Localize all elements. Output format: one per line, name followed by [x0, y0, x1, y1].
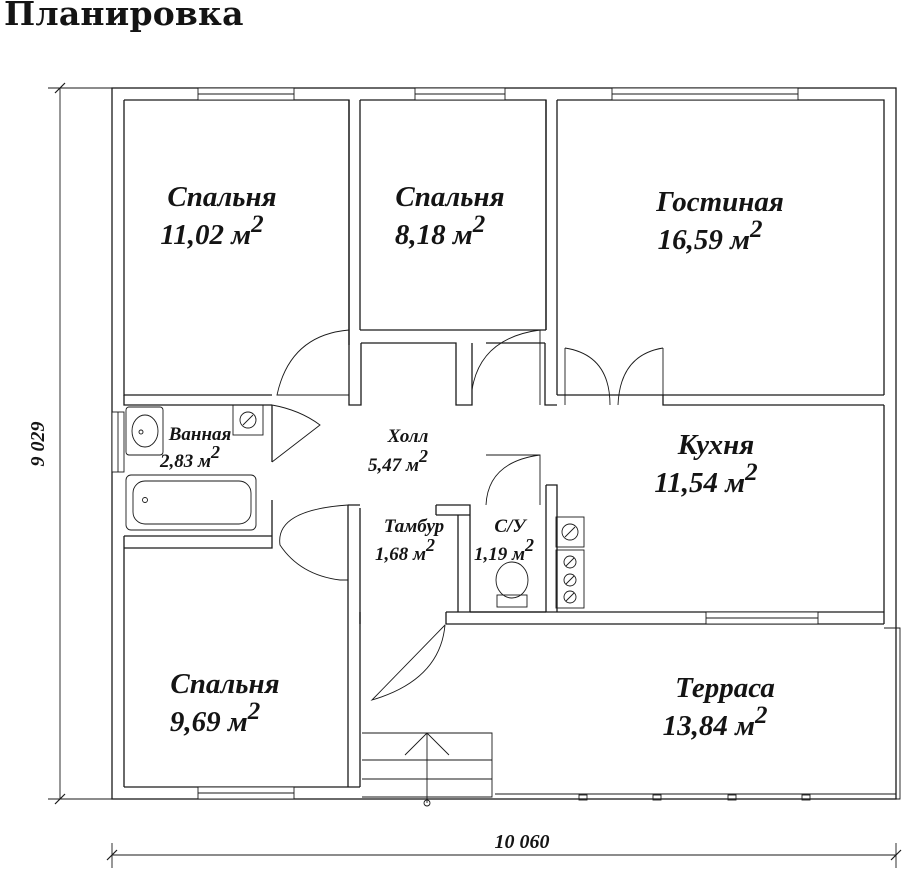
svg-text:9,69 м2: 9,69 м2 — [170, 698, 260, 738]
area-superscript: 2 — [744, 459, 758, 486]
area-superscript: 2 — [247, 698, 261, 725]
fixtures — [125, 404, 585, 609]
room-kitchen: Кухня 11,54 м2 — [654, 429, 757, 499]
room-area: 1,68 м — [375, 544, 426, 565]
dimension-width-label: 10 060 — [495, 831, 550, 853]
room-bathroom: Ванная 2,83 м2 — [159, 424, 232, 472]
room-name: Спальня — [395, 181, 504, 213]
room-name: Холл — [387, 426, 429, 447]
area-superscript: 2 — [472, 211, 486, 238]
svg-text:13,84 м2: 13,84 м2 — [663, 702, 768, 742]
svg-text:11,02 м2: 11,02 м2 — [160, 211, 263, 251]
room-area: 5,47 м — [368, 455, 419, 476]
dimension-width — [106, 843, 902, 868]
svg-text:5,47 м2: 5,47 м2 — [368, 446, 428, 476]
room-name: Тамбур — [384, 516, 444, 537]
room-name: Ванная — [168, 424, 232, 445]
page-title: Планировка — [4, 0, 244, 33]
room-name: Терраса — [675, 672, 775, 704]
svg-text:16,59 м2: 16,59 м2 — [658, 216, 763, 256]
room-living: Гостиная 16,59 м2 — [655, 186, 784, 256]
area-superscript: 2 — [210, 442, 220, 462]
room-area: 9,69 м — [170, 706, 248, 738]
room-name: Спальня — [170, 668, 279, 700]
room-bedroom-1: Спальня 11,02 м2 — [160, 181, 276, 251]
area-superscript: 2 — [425, 535, 435, 555]
room-hall: Холл 5,47 м2 — [368, 426, 429, 476]
dimension-height — [48, 82, 112, 805]
svg-text:11,54 м2: 11,54 м2 — [654, 459, 757, 499]
svg-text:8,18 м2: 8,18 м2 — [395, 211, 485, 251]
area-superscript: 2 — [749, 216, 763, 243]
room-wc: С/У 1,19 м2 — [474, 516, 534, 565]
room-terrace: Терраса 13,84 м2 — [663, 672, 775, 742]
room-name: Спальня — [167, 181, 276, 213]
room-name: Кухня — [677, 429, 754, 461]
doors — [271, 329, 664, 701]
room-area: 8,18 м — [395, 219, 473, 251]
area-superscript: 2 — [250, 211, 264, 238]
room-area: 2,83 м — [159, 451, 211, 472]
room-bedroom-2: Спальня 8,18 м2 — [395, 181, 505, 251]
room-area: 11,02 м — [160, 219, 251, 251]
room-area: 13,84 м — [663, 710, 755, 742]
svg-text:1,68 м2: 1,68 м2 — [375, 535, 435, 565]
terrace-railing — [495, 627, 901, 801]
svg-text:1,19 м2: 1,19 м2 — [474, 535, 534, 565]
room-name: Гостиная — [655, 186, 784, 218]
room-area: 16,59 м — [658, 224, 750, 256]
area-superscript: 2 — [754, 702, 768, 729]
room-area: 1,19 м — [474, 544, 525, 565]
room-vestibule: Тамбур 1,68 м2 — [375, 516, 444, 565]
area-superscript: 2 — [524, 535, 534, 555]
area-superscript: 2 — [418, 446, 428, 466]
room-area: 11,54 м — [654, 467, 745, 499]
svg-text:2,83 м2: 2,83 м2 — [159, 442, 220, 472]
room-name: С/У — [494, 516, 527, 537]
room-bedroom-3: Спальня 9,69 м2 — [170, 668, 280, 738]
stairs — [362, 732, 493, 807]
dimension-height-label: 9 029 — [27, 422, 49, 467]
windows — [111, 87, 819, 800]
